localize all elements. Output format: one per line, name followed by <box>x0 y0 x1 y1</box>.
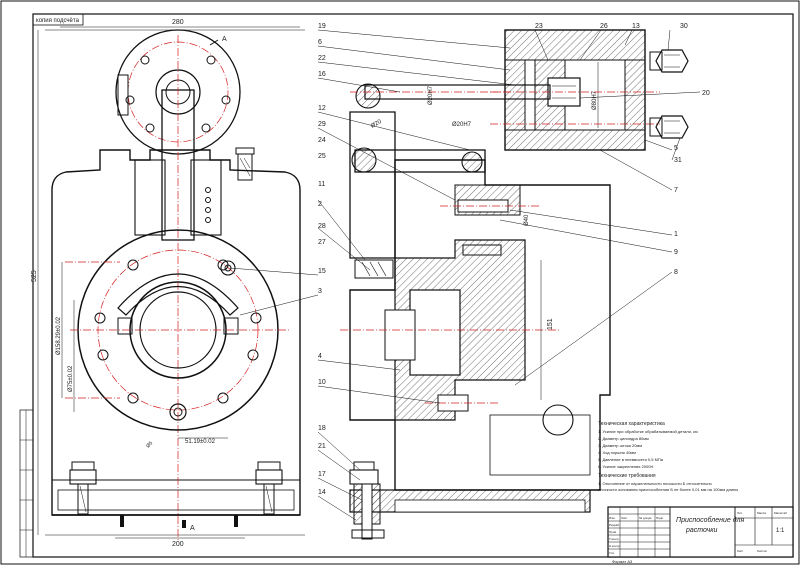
fixture-body-outline <box>51 149 301 516</box>
callout-26: 26 <box>600 23 608 30</box>
section-mark-top: A <box>222 36 227 43</box>
svg-text:Лит.: Лит. <box>737 511 743 515</box>
svg-text:Лист: Лист <box>621 516 628 520</box>
clamp-ring <box>117 273 239 316</box>
callout-25: 25 <box>318 153 326 160</box>
right-view: Ø80Н7 Ø20H7 Ø20 Ø20H7 <box>340 29 689 540</box>
technical-notes: Техническая характеристика 1. Усилие при… <box>598 421 738 492</box>
locating-pin <box>220 260 236 276</box>
requirements-line: 1. Отклонение от параллельности плоскост… <box>598 481 713 486</box>
callout-19: 19 <box>318 23 326 30</box>
callout-18: 18 <box>318 425 326 432</box>
dim-top-width: 280 <box>172 19 184 26</box>
callout-15: 15 <box>318 268 326 275</box>
callout-31: 31 <box>674 157 682 164</box>
svg-text:Т.контр.: Т.контр. <box>609 537 620 541</box>
callout-27: 27 <box>318 239 326 246</box>
callout-29: 29 <box>318 121 326 128</box>
notes-line: 1. Усилие при обработке обрабатываемой д… <box>598 429 698 434</box>
dim-height: 525 <box>31 270 38 282</box>
svg-text:Пров.: Пров. <box>609 530 617 534</box>
air-fitting-top <box>649 49 689 73</box>
dim-d2: Ø75±0.02 <box>68 365 74 392</box>
corner-stamp-box <box>32 13 84 26</box>
air-fitting-bottom <box>649 115 689 139</box>
svg-text:№ докум.: № докум. <box>639 516 652 520</box>
callout-16: 16 <box>318 71 326 78</box>
svg-text:Масштаб: Масштаб <box>774 511 787 515</box>
notes-line: 3. Диаметр штока 20мм <box>598 443 642 448</box>
dim-d1: Ø158.29±0.02 <box>56 316 62 355</box>
drawing-scale: 1:1 <box>776 528 785 534</box>
notes-line: 4. Ход поршня 40мм <box>598 450 636 455</box>
drawing-title-line2: расточки <box>685 527 718 534</box>
callout-21: 21 <box>318 443 326 450</box>
callout-4: 4 <box>318 353 322 360</box>
svg-text:Разраб.: Разраб. <box>609 523 620 527</box>
dim-rod2: Ø20H7 <box>452 122 472 128</box>
callout-17: 17 <box>318 471 326 478</box>
svg-text:Н.контр.: Н.контр. <box>609 544 621 548</box>
callout-6: 6 <box>318 39 322 46</box>
callout-14: 14 <box>318 489 326 496</box>
sheet-format: Формат А3 <box>612 559 633 564</box>
callout-7: 7 <box>674 187 678 194</box>
svg-text:Подп.: Подп. <box>656 516 664 520</box>
callout-20: 20 <box>702 90 710 97</box>
callout-8: 8 <box>674 269 678 276</box>
callout-11: 11 <box>318 181 325 188</box>
callout-9: 9 <box>674 249 678 256</box>
notes-line: 2. Диаметр цилиндра 80мм <box>598 436 649 441</box>
requirements-line: плоскости основания приспособления Б не … <box>598 487 738 492</box>
svg-text:Листов: Листов <box>757 549 767 553</box>
bottom-bolt-right <box>255 461 283 515</box>
corner-stamp: копия подсчёта <box>36 18 80 24</box>
svg-text:Лист: Лист <box>737 549 744 553</box>
spring-element <box>354 259 394 279</box>
dim-cyl2: Ø40 <box>524 214 530 226</box>
dim-pin: Ø20 <box>370 119 383 130</box>
svg-text:Масса: Масса <box>757 511 766 515</box>
bottom-bolt-left <box>69 461 97 515</box>
dim-cylinder: Ø80Н7 <box>592 90 598 110</box>
callout-23: 23 <box>535 23 543 30</box>
drawing-frame <box>32 13 794 558</box>
svg-text:Изм.: Изм. <box>609 516 616 520</box>
callout-28: 28 <box>318 223 326 230</box>
title-block: Изм. Лист № докум. Подп. Разраб. Пров. Т… <box>607 506 794 564</box>
dim-bottom-width: 200 <box>172 541 184 548</box>
drawing-title-line1: Приспособление для <box>676 516 745 524</box>
side-nut <box>235 147 255 181</box>
bore-section <box>409 289 461 376</box>
callout-10: 10 <box>318 379 326 386</box>
notes-line: 5. Давление в пневмосети 0,5 МПа <box>598 457 664 462</box>
dim-rod: Ø20H7 <box>428 85 434 105</box>
callout-13: 13 <box>632 23 640 30</box>
dim-angle: Ø5 <box>145 440 154 449</box>
callout-22: 22 <box>318 55 326 62</box>
callout-24: 24 <box>318 137 326 144</box>
svg-text:Утв.: Утв. <box>609 551 615 555</box>
callout-12: 12 <box>318 105 326 112</box>
notes-title: Техническая характеристика <box>598 421 665 427</box>
left-margin-strip <box>19 409 34 558</box>
notes-line: 6. Усилие закрепления 2000Н <box>598 464 653 469</box>
section-mark-bottom: A <box>190 525 195 532</box>
hold-down-bolt <box>349 461 385 540</box>
dim-b: 51.19±0.02 <box>185 439 216 445</box>
requirements-title: Технические требования <box>598 473 656 479</box>
callouts: 19 6 22 16 23 26 13 30 20 12 29 24 25 11… <box>229 23 710 521</box>
callout-3: 3 <box>318 288 322 295</box>
callout-30: 30 <box>680 23 688 30</box>
callout-2: 2 <box>318 201 322 208</box>
left-view: 525 280 200 A A <box>31 19 305 548</box>
callout-5: 5 <box>674 145 678 152</box>
callout-1: 1 <box>674 231 678 238</box>
dim-big: 151 <box>547 318 554 330</box>
